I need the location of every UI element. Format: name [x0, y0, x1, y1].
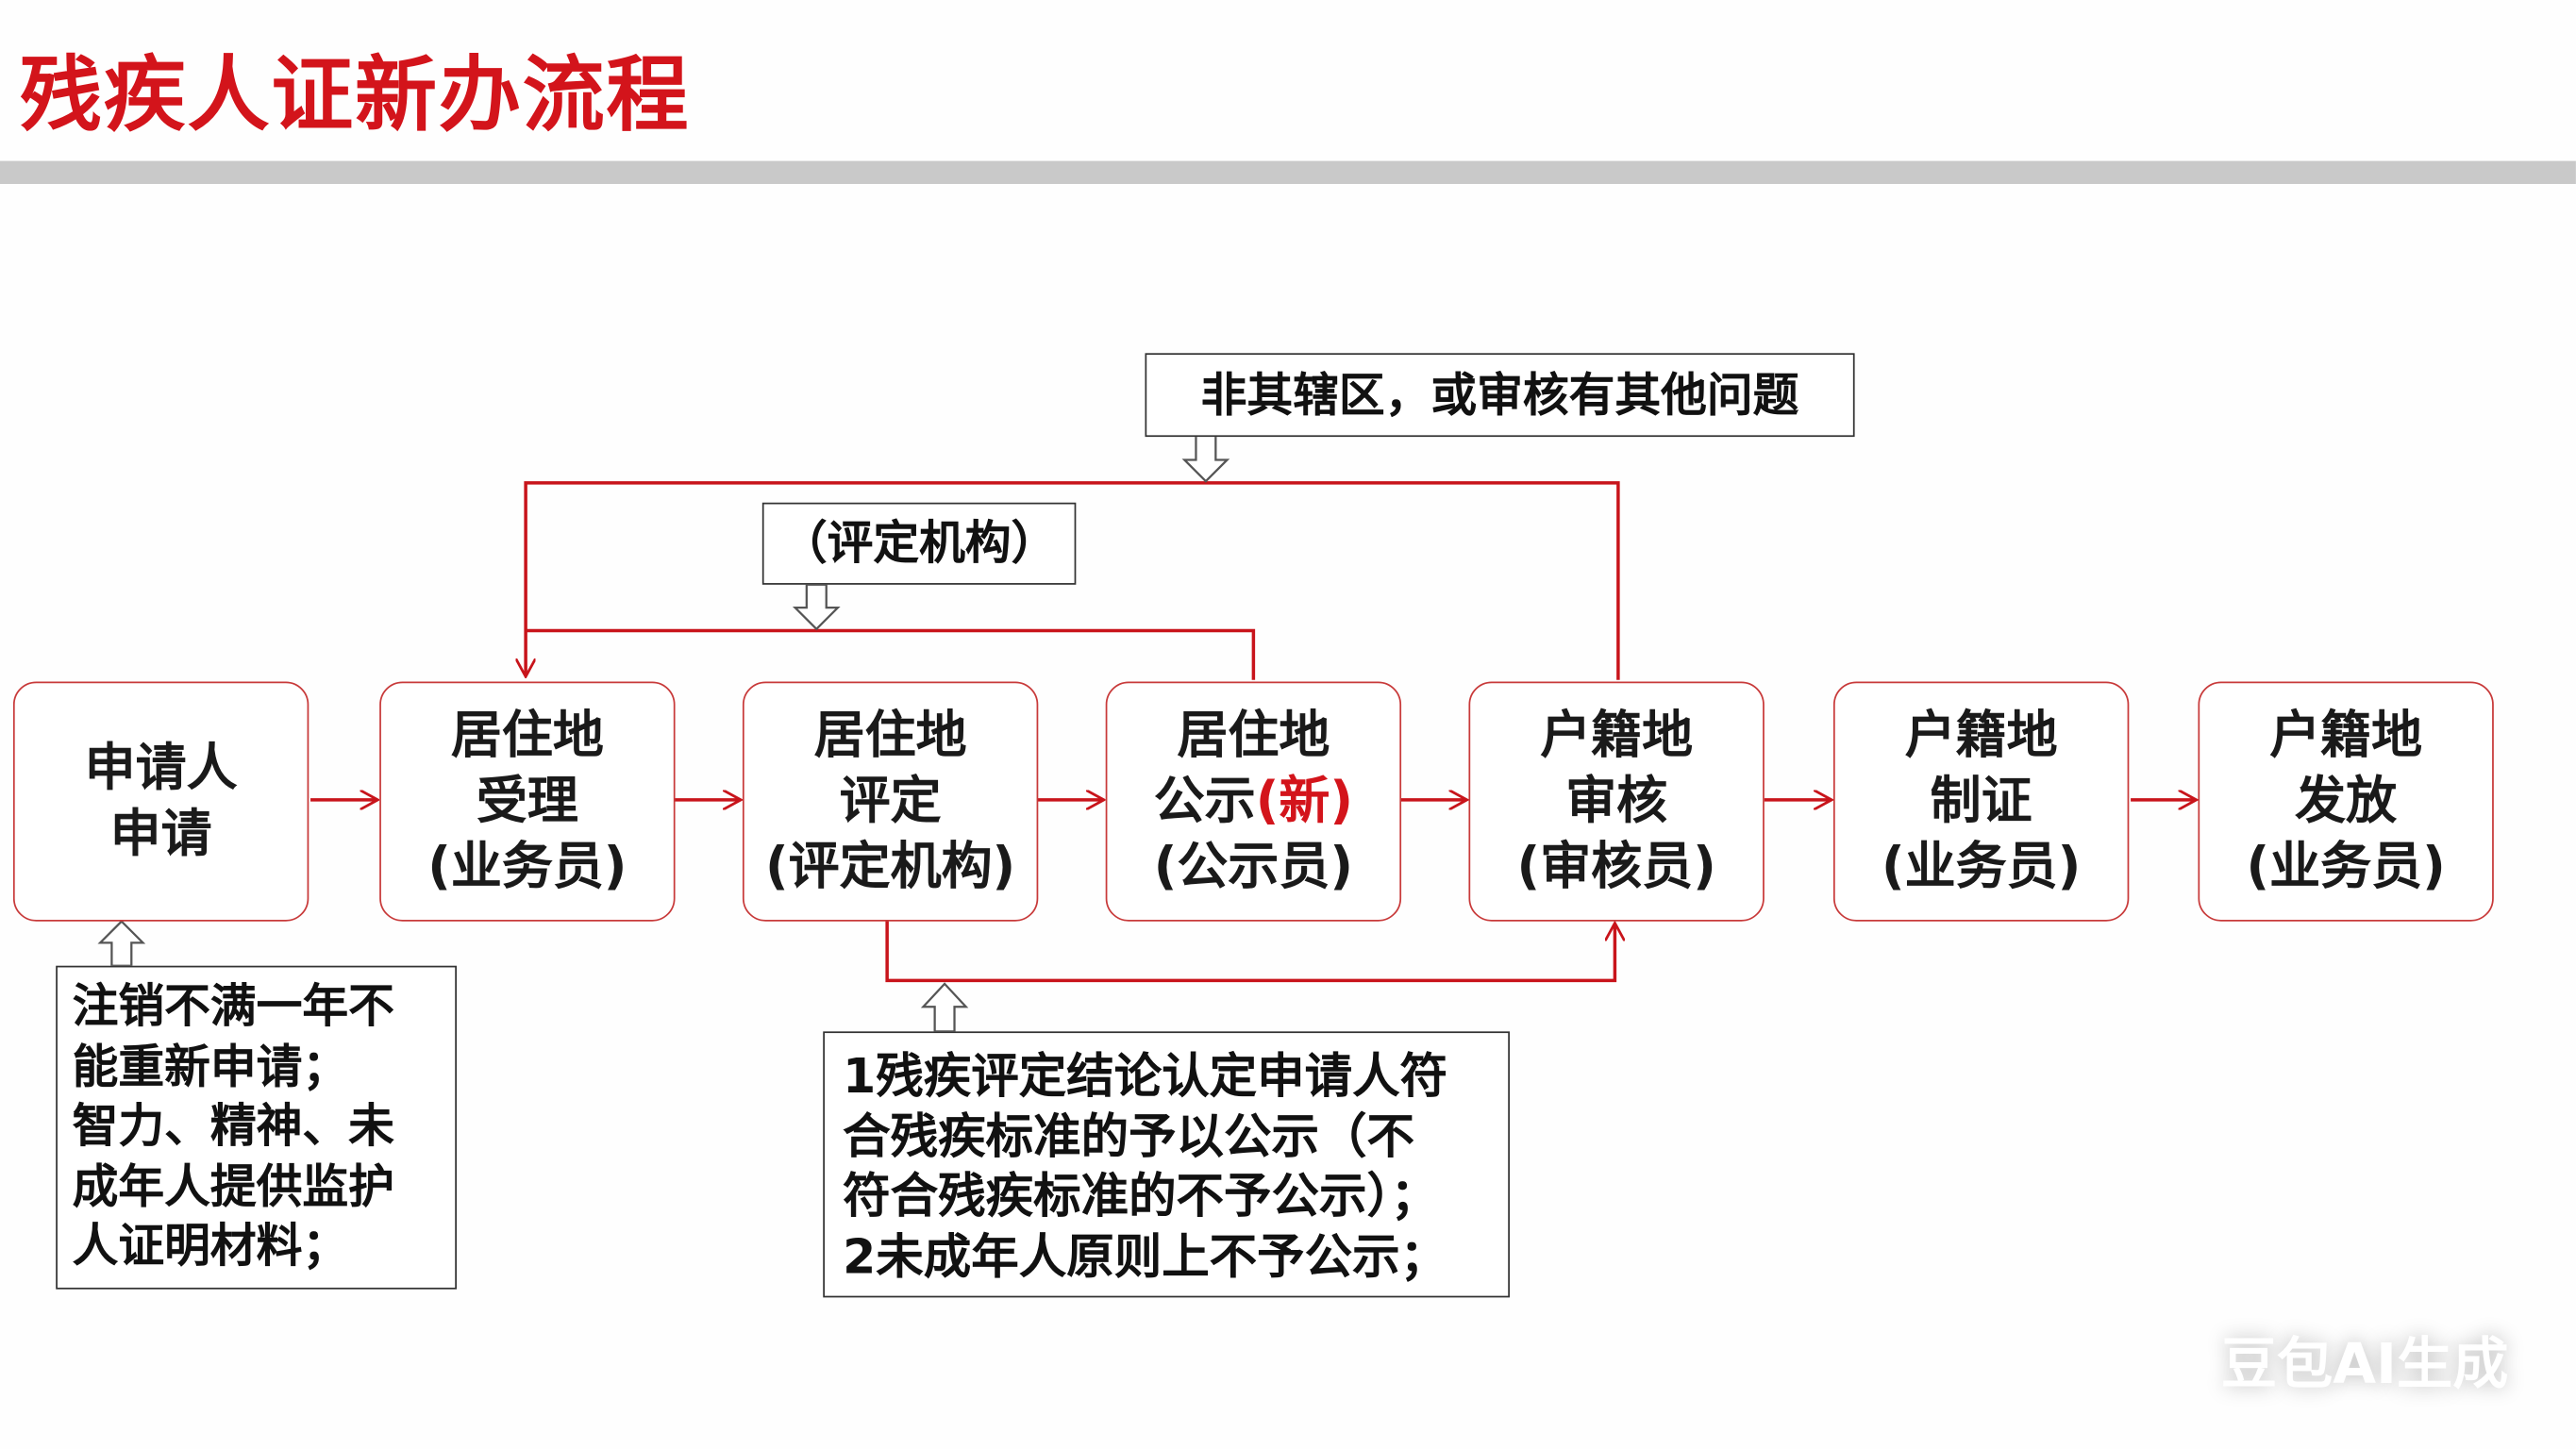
return-loop-publicity [526, 628, 1256, 680]
step-line: (审核员) [1516, 837, 1716, 897]
note-line: 注销不满一年不 [72, 978, 394, 1034]
note-line: 符合残疾标准的不予公示）； [843, 1167, 1439, 1224]
note-line: 成年人提供监护 [72, 1158, 394, 1213]
step-line: 受理 [476, 772, 578, 831]
skip-publicity-line [885, 919, 1614, 983]
publicity-note: 1残疾评定结论认定申请人符 合残疾标准的予以公示（不 符合残疾标准的不予公示）；… [823, 1031, 1510, 1298]
hollow-down-arrow-icon [792, 583, 841, 631]
step-line: 审核 [1565, 772, 1668, 831]
step-line: 制证 [1930, 772, 2032, 831]
assessment-agency-note: （评定机构） [761, 502, 1077, 585]
step-audit: 户籍地 审核 (审核员) [1468, 681, 1765, 922]
step-line: (业务员) [1882, 837, 2082, 897]
hollow-down-arrow-icon [1181, 434, 1230, 483]
step-accept: 居住地 受理 (业务员) [379, 681, 676, 922]
step-assess: 居住地 评定 (评定机构) [742, 681, 1039, 922]
page-title: 残疾人证新办流程 [19, 47, 691, 143]
hollow-up-arrow-icon [97, 920, 146, 967]
note-line: 1残疾评定结论认定申请人符 [843, 1047, 1448, 1104]
step-line: 申请人 [84, 739, 238, 799]
step-line: 评定 [839, 772, 942, 831]
new-badge: (新) [1255, 772, 1354, 831]
note-line: 人证明材料； [72, 1218, 349, 1274]
note-line: 能重新申请； [72, 1039, 349, 1093]
note-line: 2未成年人原则上不予公示； [843, 1227, 1448, 1284]
note-line: 合残疾标准的予以公示（不 [843, 1108, 1415, 1164]
step-apply: 申请人 申请 [12, 681, 309, 922]
step-line: (评定机构) [765, 837, 1016, 897]
step-issue: 户籍地 发放 (业务员) [2198, 681, 2494, 922]
watermark: 豆包AI生成 [2220, 1331, 2509, 1398]
step-line: 居住地 [450, 706, 604, 766]
step-line: 居住地 [1177, 706, 1330, 766]
return-loop-audit [526, 481, 1620, 680]
step-line: 申请 [109, 805, 212, 864]
step-line: (公示员) [1153, 837, 1354, 897]
step-line: (业务员) [427, 837, 627, 897]
step-line: 户籍地 [1540, 706, 1694, 766]
hollow-up-arrow-icon [920, 982, 969, 1033]
step-line: 户籍地 [2269, 706, 2423, 766]
return-reason-note: 非其辖区，或审核有其他问题 [1145, 353, 1855, 438]
step-line: 发放 [2295, 772, 2398, 831]
step-line-text: 公示 [1153, 772, 1256, 831]
step-produce: 户籍地 制证 (业务员) [1832, 681, 2130, 922]
note-line: 智力、精神、未 [72, 1098, 394, 1154]
step-line: (业务员) [2246, 837, 2446, 897]
step-line: 公示(新) [1154, 769, 1353, 835]
step-line: 居住地 [813, 706, 967, 766]
step-line: 户籍地 [1904, 706, 2058, 766]
applicant-note: 注销不满一年不 能重新申请； 智力、精神、未 成年人提供监护 人证明材料； [56, 965, 457, 1290]
title-divider [0, 160, 2576, 184]
step-publicity: 居住地 公示(新) (公示员) [1105, 681, 1402, 922]
